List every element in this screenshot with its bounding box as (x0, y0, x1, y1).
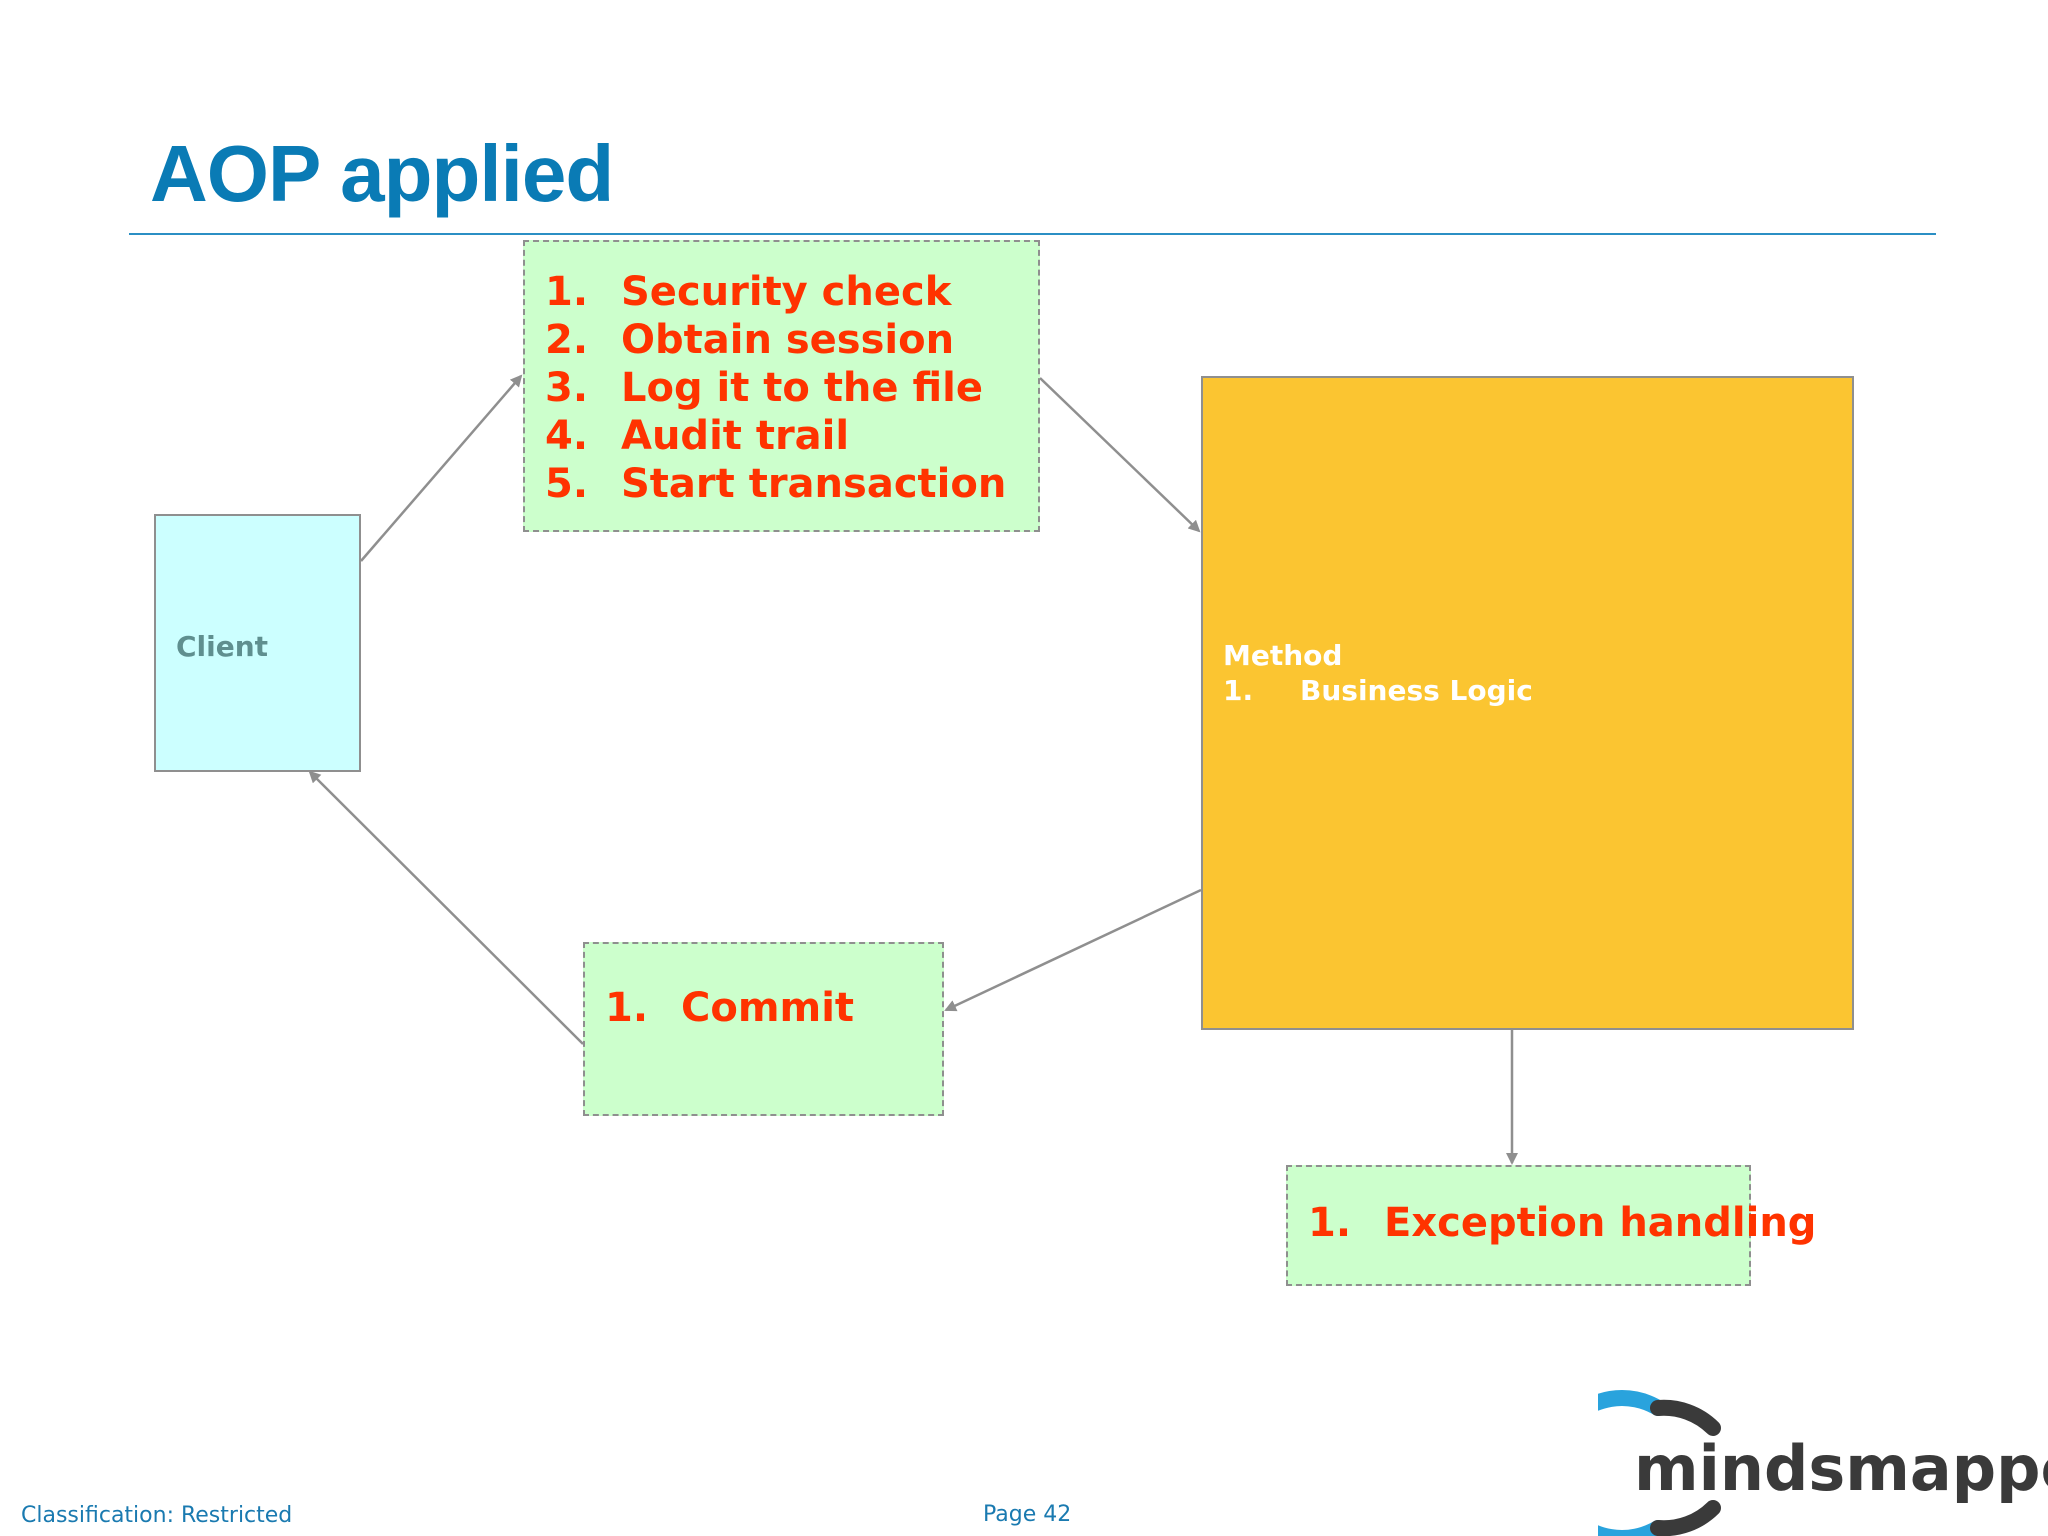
page-number: Page 42 (983, 1502, 1072, 1527)
classification-label: Classification: Restricted (21, 1503, 293, 1528)
list-text: Security check (621, 269, 952, 315)
list-item: 2. Obtain session (545, 316, 1006, 364)
list-text: Obtain session (621, 317, 955, 363)
list-number: 1. (1223, 674, 1254, 707)
after-advice-list: 1. Commit (605, 984, 854, 1032)
method-title: Method (1223, 639, 1343, 672)
slide-title: AOP applied (150, 129, 614, 218)
list-number: 2. (545, 317, 589, 363)
logo-wordmark: mindsmapped (1634, 1432, 2048, 1505)
before-advice-box: 1. Security check 2. Obtain session 3. Log … (523, 240, 1040, 532)
list-number: 3. (545, 365, 589, 411)
list-number: 1. (545, 269, 589, 315)
arrow-method-to-commit (944, 888, 1202, 1012)
arrow-client-to-before-advice (360, 374, 523, 562)
list-number: 1. (605, 985, 649, 1031)
list-item: 4. Audit trail (545, 412, 1006, 460)
exception-advice-list: 1. Exception handling (1308, 1199, 1816, 1247)
list-text: Start transaction (621, 461, 1007, 507)
exception-advice-box: 1. Exception handling (1286, 1165, 1816, 1286)
list-text: Audit trail (621, 413, 850, 459)
list-number: 5. (545, 461, 589, 507)
title-divider (129, 233, 1936, 235)
list-text: Log it to the file (621, 365, 983, 411)
list-item: 1. Commit (605, 984, 854, 1032)
list-text: Exception handling (1384, 1200, 1817, 1246)
list-number: 1. (1308, 1200, 1352, 1246)
before-advice-list: 1. Security check 2. Obtain session 3. Log … (545, 268, 1006, 508)
client-label: Client (176, 630, 269, 663)
list-item: 1. Exception handling (1308, 1199, 1816, 1247)
mindsmapped-logo: mindsmapped (1598, 1390, 2048, 1536)
list-item: 5. Start transaction (545, 460, 1006, 508)
arrow-commit-to-client (308, 770, 584, 1045)
list-text: Business Logic (1300, 674, 1533, 707)
list-item: 1. Security check (545, 268, 1006, 316)
list-text: Commit (681, 985, 855, 1031)
list-item: 3. Log it to the file (545, 364, 1006, 412)
client-box: Client (154, 514, 361, 772)
method-item: 1. Business Logic (1223, 673, 1533, 708)
method-box: Method 1. Business Logic (1201, 376, 1854, 1030)
after-advice-box: 1. Commit (583, 942, 944, 1116)
list-number: 4. (545, 413, 589, 459)
method-text: Method 1. Business Logic (1223, 638, 1533, 708)
arrow-before-advice-to-method (1039, 377, 1201, 533)
